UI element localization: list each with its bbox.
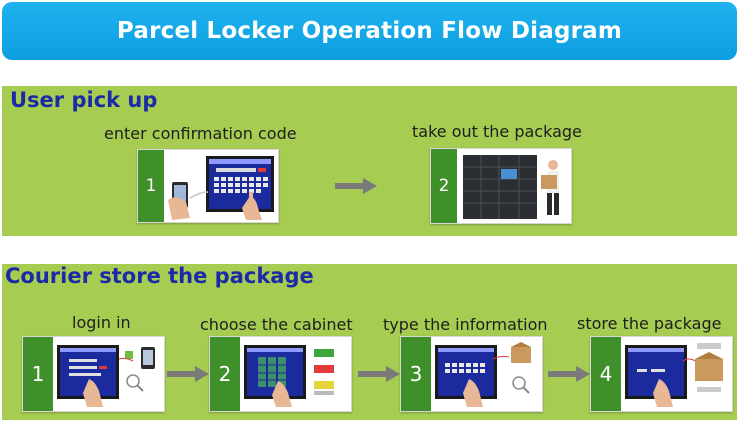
diagram-title-bar: Parcel Locker Operation Flow Diagram bbox=[2, 2, 737, 60]
arrow-right-icon bbox=[335, 178, 377, 194]
store-package-icon bbox=[625, 343, 723, 407]
courier-step-4-card: 4 bbox=[590, 336, 733, 412]
user-step-1-number: 1 bbox=[138, 150, 164, 222]
courier-step-4-number: 4 bbox=[591, 337, 621, 411]
locker-person-icon bbox=[463, 155, 559, 219]
courier-step-4-label: store the package bbox=[577, 314, 722, 333]
user-step-1-label: enter confirmation code bbox=[104, 124, 297, 143]
courier-step-3-card: 3 bbox=[400, 336, 543, 412]
cabinet-select-icon bbox=[244, 345, 334, 407]
user-step-2-label: take out the package bbox=[412, 122, 582, 141]
arrow-right-icon bbox=[167, 366, 209, 382]
courier-store-panel: Courier store the package login in choos… bbox=[2, 264, 737, 420]
diagram-title: Parcel Locker Operation Flow Diagram bbox=[116, 18, 623, 44]
courier-step-3-label: type the information bbox=[383, 315, 548, 334]
login-screen-icon bbox=[57, 345, 155, 407]
user-step-2-number: 2 bbox=[431, 149, 457, 223]
courier-step-1-number: 1 bbox=[23, 337, 53, 411]
courier-step-2-card: 2 bbox=[209, 336, 352, 412]
arrow-right-icon bbox=[548, 366, 590, 382]
user-step-2-card: 2 bbox=[430, 148, 572, 224]
arrow-right-icon bbox=[358, 366, 400, 382]
user-pickup-panel: User pick up enter confirmation code tak… bbox=[2, 86, 737, 236]
courier-step-2-number: 2 bbox=[210, 337, 240, 411]
courier-step-1-label: login in bbox=[72, 313, 131, 332]
type-info-icon bbox=[435, 342, 531, 407]
user-step-1-card: 1 bbox=[137, 149, 279, 223]
courier-step-3-number: 3 bbox=[401, 337, 431, 411]
section-title-user-pickup: User pick up bbox=[10, 88, 158, 112]
courier-step-2-label: choose the cabinet bbox=[200, 315, 353, 334]
courier-step-1-card: 1 bbox=[22, 336, 165, 412]
keypad-screen-phone-icon bbox=[168, 156, 274, 220]
section-title-courier-store: Courier store the package bbox=[5, 264, 314, 288]
